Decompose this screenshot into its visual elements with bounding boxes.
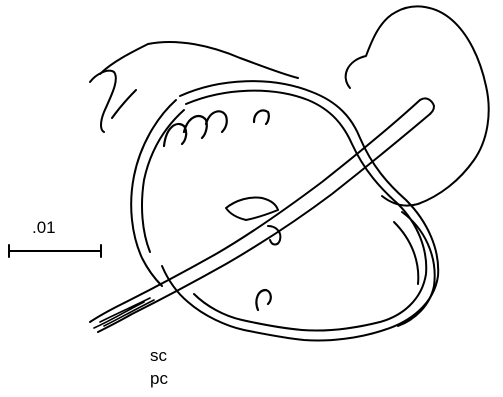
lower-hook [256, 290, 270, 310]
needle-rod-tip [420, 98, 434, 114]
upper-left-fragment-outline [100, 42, 298, 78]
scale-bar-label: .01 [32, 218, 56, 237]
left-fragment-inner-edge [112, 90, 136, 118]
label-sc: sc [150, 346, 168, 365]
upper-right-lobe-outline [346, 6, 489, 205]
scalloped-ridge-4 [254, 110, 269, 124]
main-body-left-wall-inner [142, 110, 184, 252]
left-fragment-edge [90, 71, 116, 132]
main-body-left-wall [131, 100, 176, 286]
central-flap [226, 197, 278, 220]
needle-rod-upper-edge [90, 100, 420, 322]
label-pc: pc [150, 369, 168, 388]
scalloped-ridge-2 [184, 116, 207, 138]
lower-right-fragment-inner [394, 222, 418, 284]
scalloped-ridge-3 [206, 111, 227, 132]
needle-rod-fiber-2 [104, 300, 154, 326]
